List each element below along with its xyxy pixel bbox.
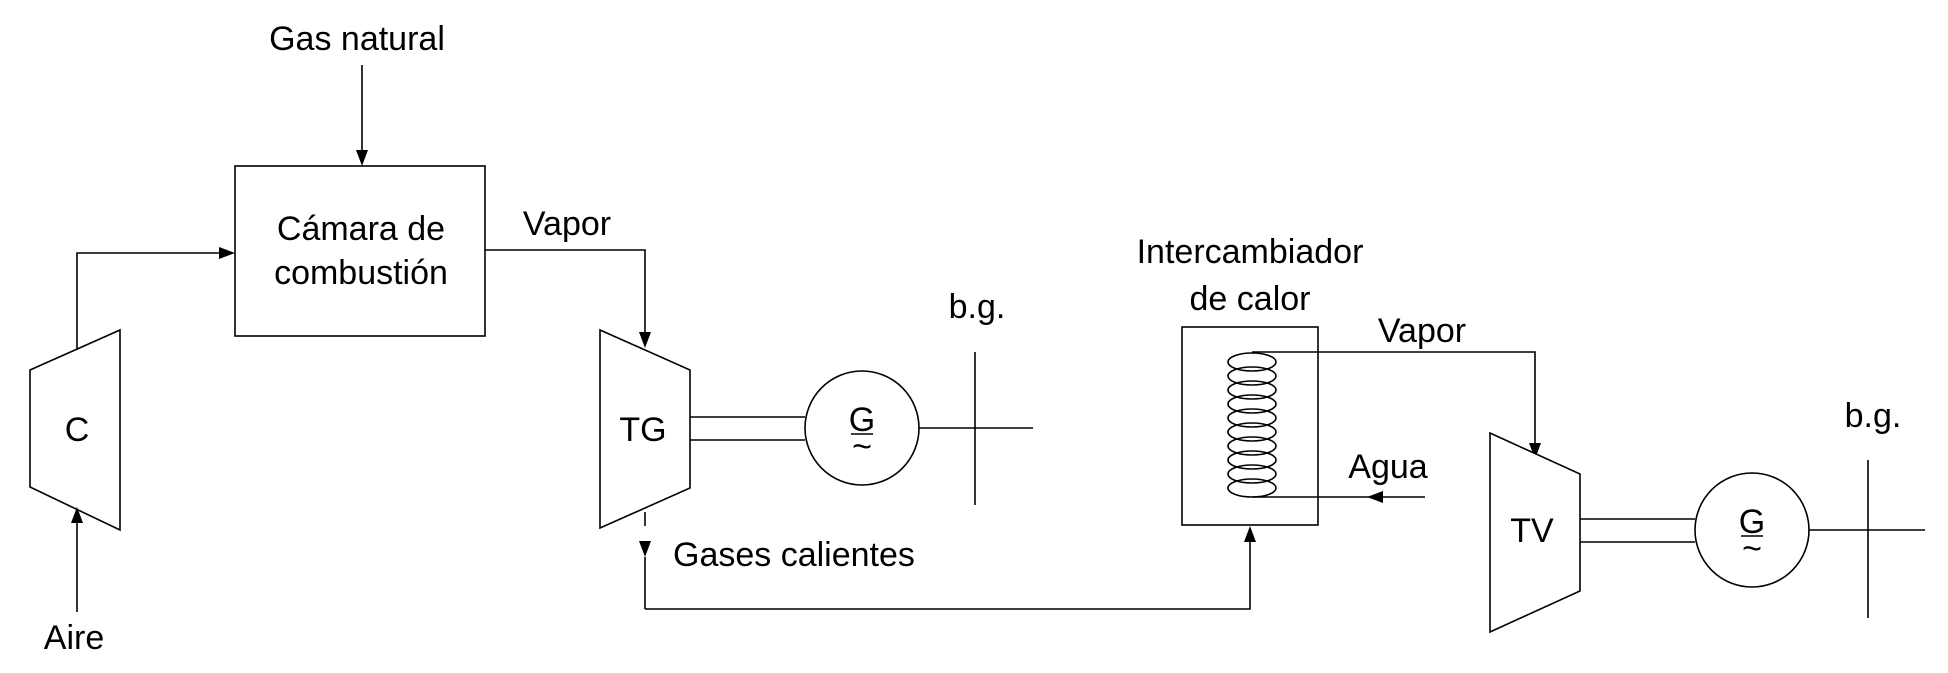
chamber-to-tg-line	[485, 249, 646, 332]
chamber-to-tg-arrowhead	[639, 332, 651, 348]
heat-exchanger-coil	[1227, 352, 1277, 498]
label-gas-natural: Gas natural	[269, 20, 445, 58]
label-bg-1: b.g.	[949, 288, 1006, 326]
label-tg: TG	[619, 411, 666, 449]
heat-exchanger-box	[1181, 326, 1319, 526]
label-compressor: C	[65, 411, 90, 449]
compressor-shape	[29, 328, 121, 532]
gas-natural-arrowhead	[356, 150, 368, 166]
label-vapor-2: Vapor	[1378, 312, 1466, 350]
label-bg-2: b.g.	[1845, 397, 1902, 435]
hot-gases-line	[645, 542, 1251, 610]
compressor-to-chamber-line	[76, 252, 219, 350]
compressor-to-chamber-arrowhead	[219, 247, 235, 259]
label-generator-2: G	[1739, 503, 1765, 541]
label-agua: Agua	[1348, 448, 1427, 486]
combustion-chamber-box	[234, 165, 486, 337]
hot-gases-arrowhead	[1244, 526, 1256, 542]
label-tv: TV	[1510, 512, 1554, 550]
label-intercambiador-line2: de calor	[1190, 280, 1311, 318]
steam-line	[1252, 351, 1536, 443]
label-camara-line1: Cámara de	[277, 210, 445, 248]
label-gases: Gases calientes	[673, 536, 915, 574]
label-generator-1: G	[849, 401, 875, 439]
label-aire: Aire	[44, 619, 104, 657]
label-vapor-1: Vapor	[523, 205, 611, 243]
label-generator-2-tilde: ~	[1742, 530, 1762, 568]
label-generator-1-tilde: ~	[852, 428, 872, 466]
label-camara-line2: combustión	[274, 254, 448, 292]
gas-turbine-shape	[599, 328, 691, 530]
tg-exhaust-arrowhead	[639, 541, 651, 557]
label-intercambiador-line1: Intercambiador	[1137, 233, 1364, 271]
aire-arrowhead	[71, 507, 83, 523]
water-inlet-arrowhead	[1367, 491, 1383, 503]
steam-arrowhead	[1529, 443, 1541, 459]
steam-turbine-shape	[1489, 431, 1581, 634]
